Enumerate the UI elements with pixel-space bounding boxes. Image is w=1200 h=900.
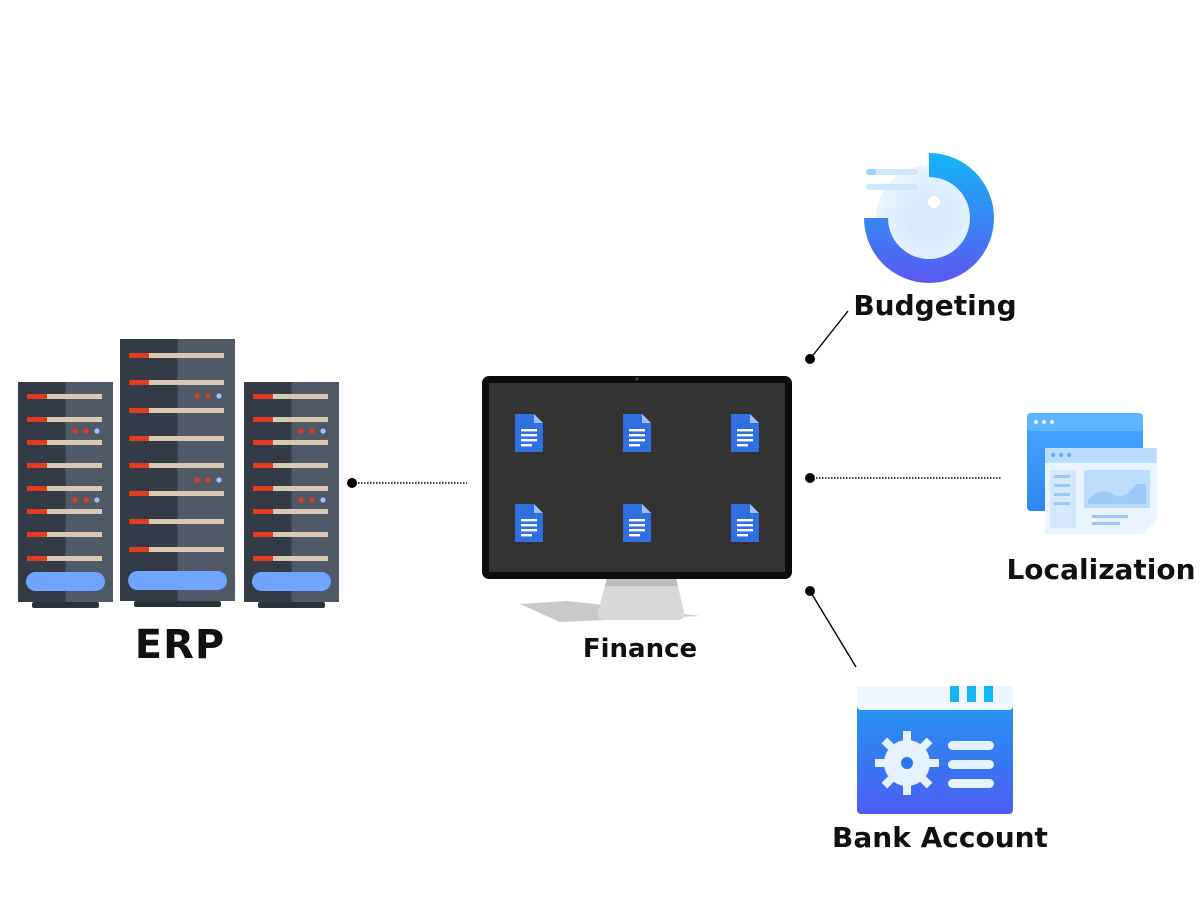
document-icon	[515, 504, 543, 542]
server-unit	[244, 382, 339, 608]
document-icon	[731, 504, 759, 542]
erp-label: ERP	[134, 622, 226, 668]
connector-dot	[805, 586, 815, 596]
document-icon	[515, 414, 543, 452]
document-icon	[623, 504, 651, 542]
document-icon	[731, 414, 759, 452]
donut-progress-icon	[864, 153, 994, 283]
settings-panel-icon	[857, 686, 1013, 814]
edge-erp-finance	[347, 478, 467, 488]
bank-account-label: Bank Account	[832, 821, 1048, 854]
budgeting-label: Budgeting	[853, 289, 1017, 322]
edge-finance-bank-account	[805, 586, 857, 668]
server-unit	[120, 339, 235, 607]
localization-label: Localization	[1006, 553, 1196, 586]
server-rack-icon	[18, 339, 339, 608]
finance-label: Finance	[582, 634, 698, 664]
edge-finance-localization	[805, 473, 1002, 483]
monitor-screen	[489, 383, 785, 572]
server-unit	[18, 382, 113, 608]
document-icon	[623, 414, 651, 452]
monitor-icon	[482, 376, 792, 622]
browser-windows-icon	[1027, 413, 1157, 534]
connector-dot	[805, 354, 815, 364]
edge-finance-budgeting	[805, 310, 849, 364]
connector-dot	[805, 473, 815, 483]
connector-dot	[347, 478, 357, 488]
